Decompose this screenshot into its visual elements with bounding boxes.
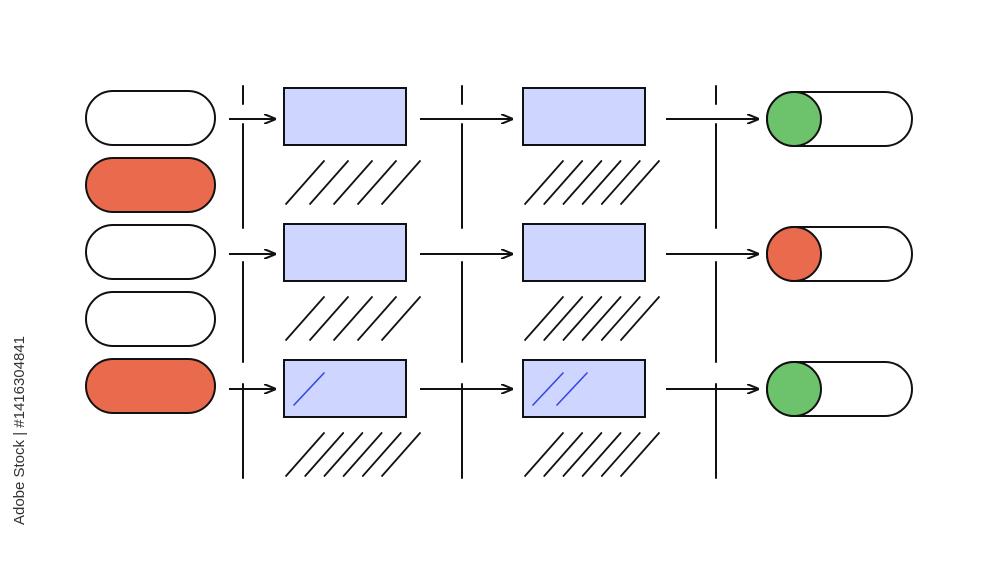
- hatch-line-s2-r3-1: [524, 432, 564, 477]
- hatch-line-s2-r2-3: [562, 296, 603, 341]
- hatch-line-s1-r3-4: [342, 432, 383, 477]
- hatch-line-s2-r2-4: [581, 296, 622, 341]
- hatch-line-s1-r3-6: [381, 432, 421, 477]
- hatch-line-s1-r1-4: [357, 160, 397, 205]
- hatch-line-s1-r1-1: [285, 160, 325, 205]
- input-pill-4: [85, 291, 216, 347]
- box-mark-s2-r3-2: [556, 372, 588, 406]
- hatch-line-s2-r1-2: [543, 160, 584, 205]
- hatch-line-s1-r2-2: [309, 296, 349, 341]
- hatch-line-s2-r1-5: [600, 160, 641, 205]
- hatch-line-s1-r2-4: [357, 296, 397, 341]
- stock-id-text: Adobe Stock | #1416304841: [11, 335, 29, 525]
- hatch-line-s2-r1-6: [620, 160, 660, 205]
- hatch-line-s1-r3-5: [361, 432, 402, 477]
- hatch-line-s2-r2-5: [600, 296, 641, 341]
- hatch-line-s2-r2-6: [620, 296, 660, 341]
- output-knob-3: [766, 361, 822, 417]
- hatch-line-s2-r3-5: [600, 432, 641, 477]
- output-column: [766, 91, 913, 417]
- hatch-line-s1-r2-1: [285, 296, 325, 341]
- hatch-line-s1-r3-3: [323, 432, 364, 477]
- hatch-line-s2-r1-4: [581, 160, 622, 205]
- process-box-s2-r2: [522, 223, 646, 282]
- hatch-line-s1-r3-1: [285, 432, 325, 477]
- process-box-s1-r3: [283, 359, 407, 418]
- input-pill-5: [85, 358, 216, 414]
- hatch-line-s2-r3-6: [620, 432, 660, 477]
- input-pill-1: [85, 90, 216, 146]
- stock-id-watermark: Adobe Stock | #1416304841: [6, 300, 34, 560]
- box-mark-s2-r3-1: [532, 372, 564, 406]
- input-pill-3: [85, 224, 216, 280]
- hatch-line-s2-r2-2: [543, 296, 584, 341]
- hatch-line-s1-r3-2: [304, 432, 345, 477]
- process-box-s2-r3: [522, 359, 646, 418]
- output-knob-2: [766, 226, 822, 282]
- process-box-s2-r1: [522, 87, 646, 146]
- process-box-s1-r1: [283, 87, 407, 146]
- box-mark-s1-r3-1: [293, 372, 325, 406]
- output-knob-1: [766, 91, 822, 147]
- input-column: [85, 90, 216, 414]
- hatch-line-s2-r1-3: [562, 160, 603, 205]
- flow-arrows: [229, 119, 758, 389]
- hatch-line-s2-r3-2: [543, 432, 584, 477]
- hatch-line-s1-r1-2: [309, 160, 349, 205]
- hatch-line-s1-r1-5: [381, 160, 421, 205]
- hatch-line-s2-r1-1: [524, 160, 564, 205]
- hatch-line-s1-r2-5: [381, 296, 421, 341]
- hatch-line-s2-r3-4: [581, 432, 622, 477]
- hatch-line-s1-r2-3: [333, 296, 373, 341]
- stage-columns: [283, 87, 660, 477]
- hatch-line-s2-r3-3: [562, 432, 603, 477]
- stage-dividers: [242, 85, 717, 479]
- hatch-line-s2-r2-1: [524, 296, 564, 341]
- input-pill-2: [85, 157, 216, 213]
- hatch-line-s1-r1-3: [333, 160, 373, 205]
- process-box-s1-r2: [283, 223, 407, 282]
